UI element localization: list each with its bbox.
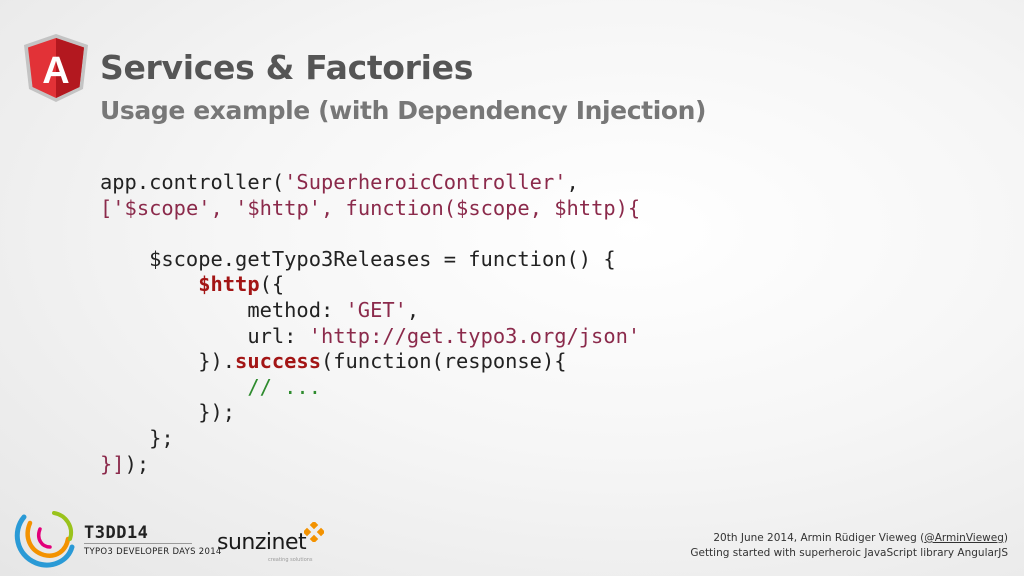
code-line: });: [100, 400, 236, 425]
sponsor-tagline: creating solutions: [268, 557, 313, 563]
slide-title: Services & Factories: [100, 48, 474, 87]
logo-letter: A: [42, 50, 69, 92]
code-line: url: 'http://get.typo3.org/json': [100, 323, 641, 348]
code-line: // ...: [247, 374, 321, 399]
event-subtitle: TYPO3 DEVELOPER DAYS 2014: [84, 547, 222, 557]
t3dd14-swirl-logo-icon: [14, 511, 75, 568]
code-block: app.controller('SuperheroicController', …: [100, 170, 640, 477]
code-line: };: [100, 425, 174, 450]
code-line: method: 'GET',: [100, 297, 420, 322]
code-line: $scope.getTypo3Releases = function() {: [100, 246, 616, 271]
code-line: }).success(function(response){: [100, 349, 567, 374]
footer-credits: 20th June 2014, Armin Rüdiger Vieweg (@A…: [690, 531, 1008, 561]
code-line: $http({: [198, 272, 285, 297]
angularjs-logo-icon: A: [24, 34, 88, 102]
footer-talk-title: Getting started with superheroic JavaScr…: [690, 547, 1008, 559]
sponsor-logo: sunzinet: [217, 530, 307, 555]
event-divider: [84, 543, 192, 544]
code-line: app.controller('SuperheroicController',: [100, 170, 579, 194]
sunzinet-mark-icon: [304, 522, 324, 542]
footer-date-author: 20th June 2014, Armin Rüdiger Vieweg (: [713, 532, 925, 544]
code-line: ['$scope', '$http', function($scope, $ht…: [100, 195, 641, 220]
footer-author-line: 20th June 2014, Armin Rüdiger Vieweg (@A…: [690, 531, 1008, 546]
slide-subtitle: Usage example (with Dependency Injection…: [100, 96, 707, 125]
footer-paren: ): [1003, 532, 1008, 544]
code-line: }]);: [100, 451, 150, 476]
event-title: T3DD14: [84, 523, 149, 543]
author-twitter-link[interactable]: @ArminVieweg: [924, 532, 1004, 544]
